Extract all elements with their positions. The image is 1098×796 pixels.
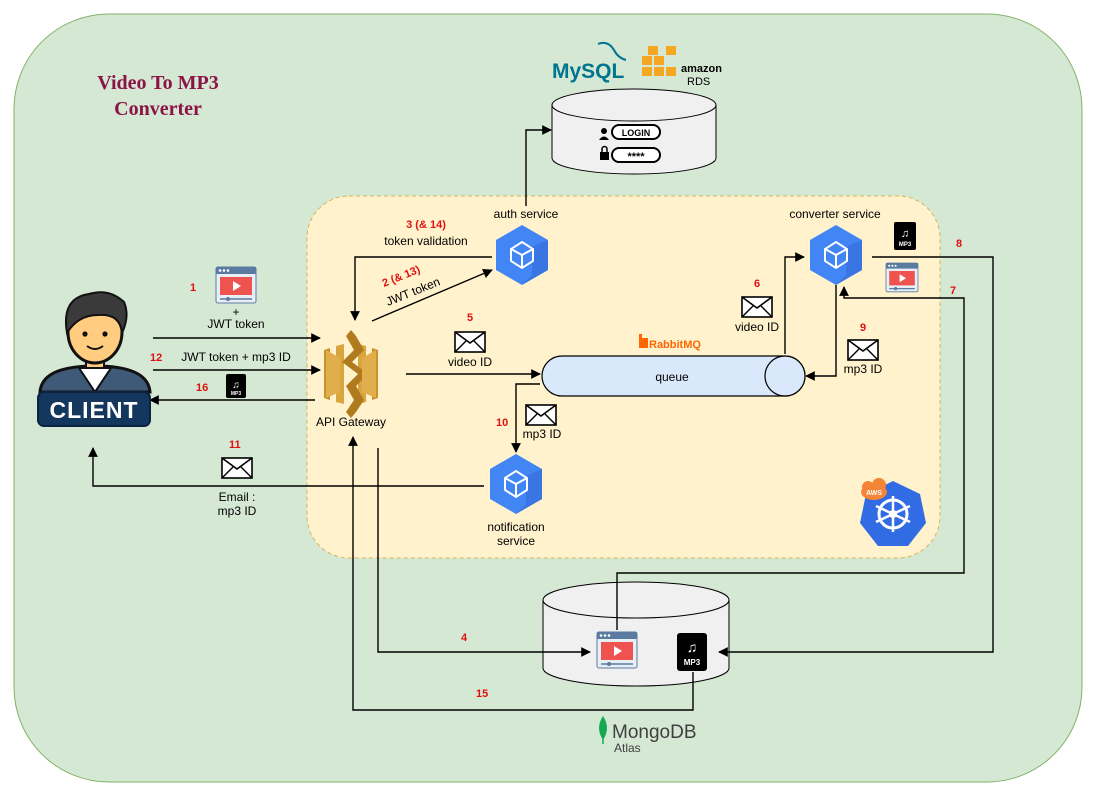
download-mp3-icon: ♫ MP3 bbox=[226, 374, 246, 398]
converter-mp3-icon: ♫ MP3 bbox=[894, 222, 916, 250]
mongodb-atlas-logo: MongoDB Atlas bbox=[599, 716, 697, 755]
flow-8-number: 8 bbox=[956, 238, 962, 250]
flow-9-label: mp3 ID bbox=[844, 362, 883, 376]
upload-video-icon bbox=[215, 266, 257, 304]
flow-3-label: token validation bbox=[384, 234, 467, 248]
connectors bbox=[88, 125, 994, 711]
diagram-title-line1: Video To MP3 bbox=[97, 72, 219, 94]
svg-text:MP3: MP3 bbox=[899, 242, 912, 248]
api-gateway-icon bbox=[324, 330, 378, 418]
svg-text:♫: ♫ bbox=[232, 380, 240, 391]
svg-text:RDS: RDS bbox=[687, 76, 710, 88]
flow-6-number: 6 bbox=[754, 278, 760, 290]
queue-label: queue bbox=[655, 370, 689, 384]
svg-text:CLIENT: CLIENT bbox=[49, 397, 138, 423]
flow-11-label-line2: mp3 ID bbox=[218, 504, 257, 518]
flow-10-label: mp3 ID bbox=[523, 427, 562, 441]
svg-text:Atlas: Atlas bbox=[614, 741, 641, 755]
flow-11-label-line1: Email : bbox=[219, 490, 256, 504]
svg-text:****: **** bbox=[627, 151, 645, 163]
flow-6-label: video ID bbox=[735, 320, 779, 334]
flow-10-number: 10 bbox=[496, 417, 508, 429]
flow-9-number: 9 bbox=[860, 322, 866, 334]
rabbitmq-logo: RabbitMQ bbox=[639, 334, 701, 351]
message-queue bbox=[541, 355, 806, 397]
flow-3-number: 3 (& 14) bbox=[406, 219, 446, 231]
flow-11-number: 11 bbox=[229, 439, 241, 451]
svg-text:amazon: amazon bbox=[681, 63, 722, 75]
login-field-icon: LOGIN bbox=[599, 124, 661, 140]
flow-11-envelope-icon bbox=[221, 457, 253, 479]
flow-5-number: 5 bbox=[467, 312, 473, 324]
aws-cloud-badge: AWS bbox=[861, 478, 887, 500]
stored-video-icon bbox=[596, 631, 638, 669]
flow-5-label: video ID bbox=[448, 355, 492, 369]
flow-7-number: 7 bbox=[950, 285, 956, 297]
svg-text:♫: ♫ bbox=[687, 639, 698, 655]
flow-12-label: JWT token + mp3 ID bbox=[181, 350, 291, 364]
client-badge: CLIENT bbox=[37, 391, 151, 427]
flow-15-number: 15 bbox=[476, 688, 488, 700]
svg-text:MongoDB: MongoDB bbox=[612, 722, 697, 743]
svg-text:RabbitMQ: RabbitMQ bbox=[649, 339, 701, 351]
flow-4-number: 4 bbox=[461, 632, 468, 644]
flow-5-envelope-icon bbox=[454, 331, 486, 353]
svg-text:MP3: MP3 bbox=[684, 658, 701, 667]
mysql-logo: MySQL bbox=[552, 41, 627, 83]
api-gateway-label: API Gateway bbox=[316, 415, 386, 429]
flow-6-envelope-icon bbox=[741, 296, 773, 318]
svg-text:MySQL: MySQL bbox=[552, 60, 625, 83]
converter-video-icon bbox=[885, 262, 919, 293]
flow-16-number: 16 bbox=[196, 382, 208, 394]
notification-service-label-line2: service bbox=[497, 534, 535, 548]
flow-12-number: 12 bbox=[150, 352, 162, 364]
stored-mp3-icon: ♫ MP3 bbox=[677, 633, 707, 671]
client-avatar bbox=[38, 291, 152, 394]
flow-1-label: JWT token bbox=[207, 317, 264, 331]
flow-1-number: 1 bbox=[190, 282, 196, 294]
flow-1-plus: + bbox=[232, 305, 239, 319]
svg-text:LOGIN: LOGIN bbox=[622, 128, 651, 138]
diagram-title-line2: Converter bbox=[114, 98, 202, 120]
auth-service-label: auth service bbox=[494, 207, 559, 221]
svg-text:AWS: AWS bbox=[866, 490, 882, 497]
flow-10-envelope-icon bbox=[525, 404, 557, 426]
amazon-rds-logo: amazon RDS bbox=[642, 46, 722, 88]
converter-service-label: converter service bbox=[789, 207, 881, 221]
password-field-icon: **** bbox=[600, 145, 661, 163]
svg-text:♫: ♫ bbox=[901, 228, 909, 240]
flow-9-envelope-icon bbox=[847, 339, 879, 361]
svg-text:MP3: MP3 bbox=[231, 391, 242, 397]
notification-service-label-line1: notification bbox=[487, 520, 544, 534]
